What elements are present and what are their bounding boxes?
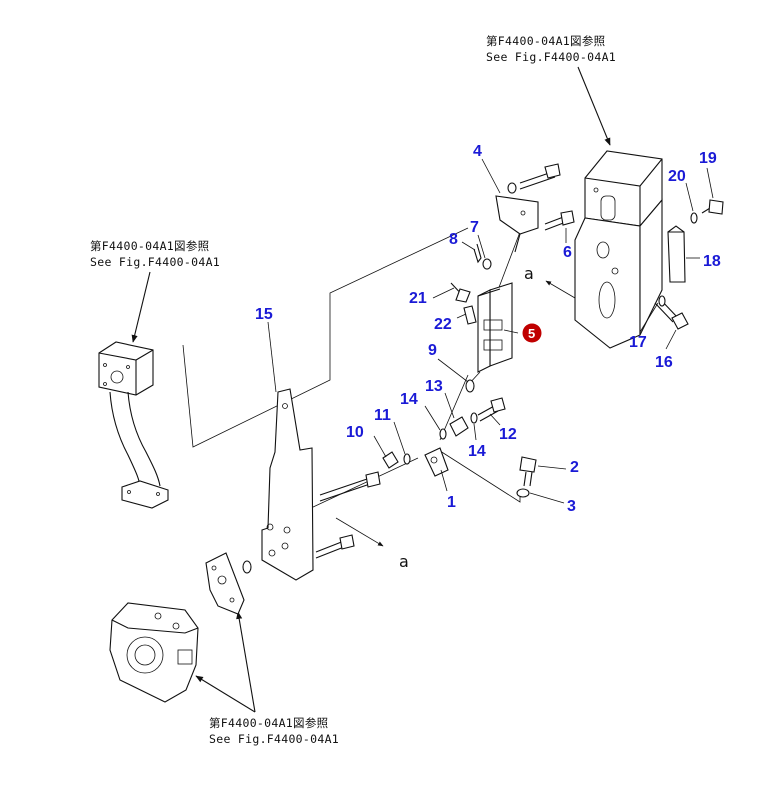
callout-10: 10 [346,424,364,441]
callout-3: 3 [567,498,576,515]
view-mark: a [399,552,409,571]
flange-plate [205,552,245,615]
reference-arrow [236,611,256,713]
washer [439,428,447,440]
nut [382,451,399,469]
washer [658,295,666,307]
connector-line [295,457,419,516]
reference-jp: 第F4400-04A1図参照 [90,239,209,253]
view-arrow [545,280,576,299]
cover-box [574,150,663,349]
reference-jp: 第F4400-04A1図参照 [486,34,605,48]
washer [470,412,478,424]
reference-en: See Fig.F4400-04A1 [486,50,616,64]
washer [516,488,530,498]
pin [473,243,482,264]
callout-14b: 14 [468,443,486,460]
bolt [507,163,561,194]
bolt [315,534,355,559]
callout-17: 17 [629,334,647,351]
callout-7: 7 [470,219,479,236]
reference-arrow [577,66,611,146]
bracket-part [667,225,686,283]
small-pin [463,305,477,325]
connector-line [182,227,469,448]
bolt [544,210,575,231]
washer [242,560,252,574]
bolt [701,199,724,215]
view-arrow [335,517,384,547]
mounting-plate [261,388,314,581]
lever [424,447,449,477]
callout-22: 22 [434,316,452,333]
small-bolt [450,282,471,303]
bolt [319,471,381,502]
callouts: 1 2 3 4 5 6 7 8 9 10 11 12 13 14 14 15 1… [255,143,721,515]
callout-2: 2 [570,459,579,476]
view-mark: a [524,264,534,283]
collar [449,416,469,437]
callout-14: 14 [400,391,418,408]
bolt [477,397,506,422]
reference-jp: 第F4400-04A1図参照 [209,716,328,730]
leader-lines [267,158,714,504]
callout-15: 15 [255,306,273,323]
callout-12: 12 [499,426,517,443]
callout-16: 16 [655,354,673,371]
callout-19: 19 [699,150,717,167]
reference-en: See Fig.F4400-04A1 [90,255,220,269]
reference-arrow [195,675,256,713]
reference-left: 第F4400-04A1図参照 See Fig.F4400-04A1 [90,239,220,269]
bracket-part [495,195,539,253]
reference-en: See Fig.F4400-04A1 [209,732,339,746]
callout-6: 6 [563,244,572,261]
washer [690,212,698,224]
callout-1: 1 [447,494,456,511]
connector-line [497,231,521,291]
callout-4: 4 [473,143,482,160]
switch-assembly [467,282,513,386]
callout-13: 13 [425,378,443,395]
callout-8: 8 [449,231,458,248]
pipe-fitting [98,341,169,509]
washer [403,453,411,465]
callout-9: 9 [428,342,437,359]
reference-bottom: 第F4400-04A1図参照 See Fig.F4400-04A1 [209,716,339,746]
callout-21: 21 [409,290,427,307]
callout-11: 11 [374,407,391,424]
reference-top-right: 第F4400-04A1図参照 See Fig.F4400-04A1 [486,34,616,64]
callout-18: 18 [703,253,721,270]
callout-5: 5 [528,326,535,341]
reference-arrow [131,271,151,343]
callout-5-badge: 5 [522,323,542,343]
washer [465,379,475,393]
callout-20: 20 [668,168,686,185]
bolt [519,456,537,487]
connector-line [436,448,521,503]
valve-body [109,602,199,703]
washer [482,258,492,270]
